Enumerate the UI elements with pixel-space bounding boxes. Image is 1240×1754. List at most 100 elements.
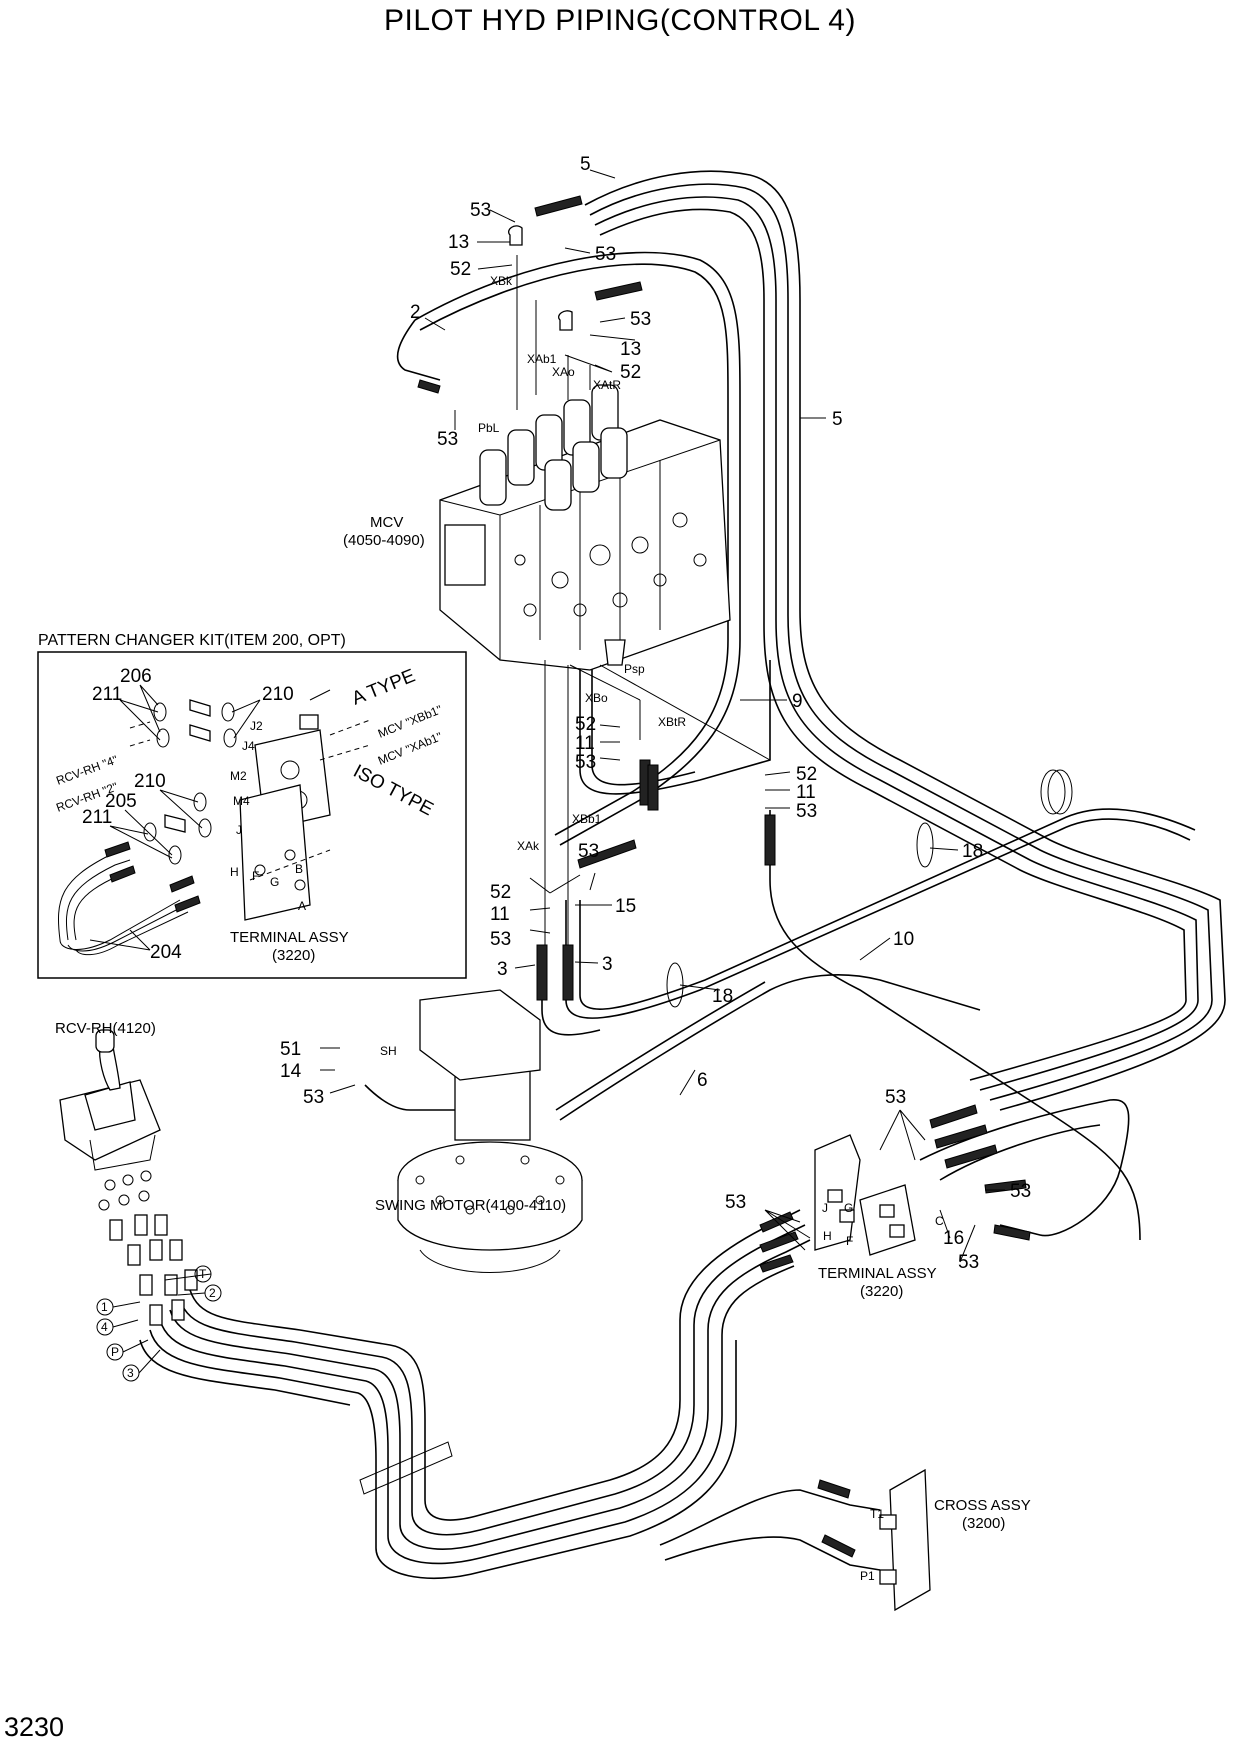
callout-52-e: 52 — [490, 882, 511, 903]
inset-port-a: A — [298, 899, 306, 913]
port-xak: XAk — [517, 839, 540, 853]
callout-53-i: 53 — [303, 1087, 324, 1108]
inset-callout-204: 204 — [150, 942, 182, 963]
swing-motor-label: SWING MOTOR(4100-4110) — [375, 1197, 566, 1214]
upper-hose-fittings — [417, 195, 776, 1001]
rcv-port-t: T — [199, 1267, 207, 1281]
inset-port-m2: M2 — [230, 769, 247, 783]
mcv-spool-caps — [479, 384, 628, 511]
callout-53-h: 53 — [490, 929, 511, 950]
callout-53-a: 53 — [470, 200, 491, 221]
inset-terminal-assy-label: TERMINAL ASSY — [230, 929, 349, 946]
callout-6: 6 — [697, 1070, 708, 1091]
port-xab1: XAb1 — [527, 352, 557, 366]
inset-callout-205: 205 — [105, 791, 137, 812]
cross-assy-label: CROSS ASSY — [934, 1497, 1031, 1514]
terminal-assy-code: (3220) — [860, 1283, 903, 1300]
port-xbb1: XBb1 — [572, 812, 602, 826]
callout-52-d: 52 — [796, 764, 817, 785]
pattern-changer-kit-inset — [37, 651, 467, 979]
inset-callout-211: 211 — [92, 684, 122, 705]
callout-11-b: 11 — [796, 782, 816, 803]
clamp-18-upper — [916, 822, 934, 868]
callout-3-b: 3 — [602, 954, 613, 975]
port-sh: SH — [380, 1044, 397, 1058]
callout-53-j: 53 — [885, 1087, 906, 1108]
callout-53-m: 53 — [958, 1252, 979, 1273]
port-xbtr: XBtR — [658, 715, 686, 729]
port-c: C — [935, 1214, 944, 1228]
port-h: H — [823, 1229, 832, 1243]
inset-terminal-assy-code: (3220) — [272, 947, 315, 964]
port-f: F — [846, 1234, 853, 1248]
callout-16: 16 — [943, 1228, 964, 1249]
rcv-port-3: 3 — [127, 1366, 134, 1380]
port-p1: P1 — [860, 1569, 875, 1583]
rcv-port-2: 2 — [209, 1286, 216, 1300]
inset-callout-206: 206 — [120, 666, 152, 687]
callout-51: 51 — [280, 1039, 301, 1060]
inset-leaders — [89, 684, 261, 951]
pipe-10-and-18 — [565, 808, 1196, 1241]
callout-53-c: 53 — [630, 309, 651, 330]
cross-pipes — [659, 1489, 881, 1571]
inset-port-j4: J4 — [242, 739, 255, 753]
port-xbo: XBo — [585, 691, 608, 705]
iso-type-label: ISO TYPE — [350, 761, 437, 821]
port-psp: Psp — [624, 662, 645, 676]
inset-port-f: F — [252, 869, 259, 883]
callout-11-a: 11 — [575, 733, 595, 754]
pipe-bundle-5 — [584, 170, 1226, 1111]
mcv-code: (4050-4090) — [343, 532, 425, 549]
callout-53-l: 53 — [725, 1192, 746, 1213]
rcv-fittings — [98, 1170, 198, 1326]
terminal-assy-main — [814, 1134, 916, 1256]
terminal-right-pipes — [919, 1099, 1130, 1237]
callout-52-c: 52 — [575, 714, 596, 735]
rcv-port-markers — [96, 1265, 222, 1382]
callout-10: 10 — [893, 929, 914, 950]
rcv-port-p: P — [111, 1345, 119, 1359]
callout-52-b: 52 — [620, 362, 641, 383]
inset-callout-211b: 211 — [82, 807, 112, 828]
port-t1: T1 — [870, 1507, 884, 1521]
callout-13-a: 13 — [448, 232, 469, 253]
rcv-rh-label: RCV-RH(4120) — [55, 1020, 156, 1037]
rcv-port-1: 1 — [101, 1300, 108, 1314]
rcv-bundle-clamp — [359, 1441, 453, 1495]
port-j: J — [822, 1201, 828, 1215]
callout-11-c: 11 — [490, 904, 510, 925]
callout-18-a: 18 — [962, 841, 983, 862]
callout-53-g: 53 — [578, 841, 599, 862]
callout-15: 15 — [615, 896, 636, 917]
port-pbl: PbL — [478, 421, 500, 435]
page-number: 3230 — [4, 1712, 65, 1742]
cross-assy-code: (3200) — [962, 1515, 1005, 1532]
port-xbk: XBk — [490, 274, 513, 288]
callout-9: 9 — [792, 691, 803, 712]
swing-motor — [397, 989, 583, 1273]
pipe-2 — [396, 251, 741, 846]
port-xatr: XAtR — [593, 378, 621, 392]
port-xao: XAo — [552, 365, 575, 379]
inset-port-j2: J2 — [250, 719, 263, 733]
inset-title: PATTERN CHANGER KIT(ITEM 200, OPT) — [38, 632, 346, 649]
callout-13-b: 13 — [620, 339, 641, 360]
callout-5-side: 5 — [832, 409, 843, 430]
callout-3-a: 3 — [497, 959, 508, 980]
pipe-9 — [579, 660, 771, 795]
callout-53-f: 53 — [796, 801, 817, 822]
cross-assy — [817, 1468, 931, 1612]
rcv-port-4: 4 — [101, 1320, 108, 1334]
inset-port-h: H — [230, 865, 239, 879]
swing-pipe — [364, 1084, 470, 1111]
callout-leaders — [320, 169, 1005, 1263]
callout-2: 2 — [410, 302, 421, 323]
callout-53-b: 53 — [595, 244, 616, 265]
mcv-label: MCV — [370, 514, 403, 531]
inset-port-j: J — [236, 823, 242, 837]
inset-port-g: G — [270, 875, 279, 889]
mcv-pilot-lines — [516, 255, 771, 945]
inset-port-m4: M4 — [233, 794, 250, 808]
